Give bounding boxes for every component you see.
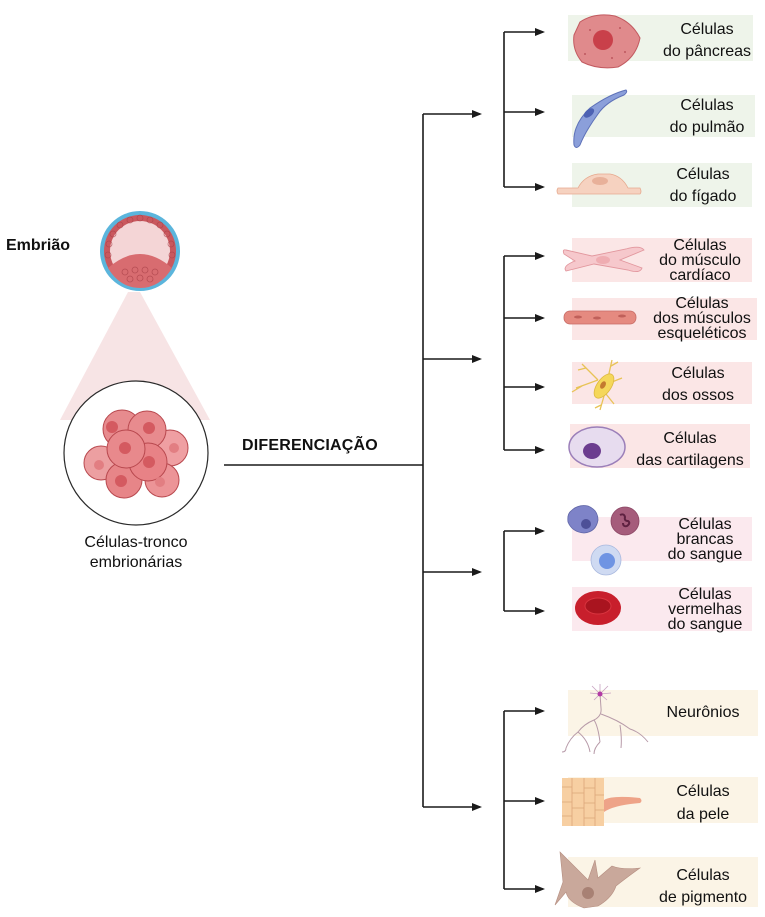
label-skin: Células da pele (648, 780, 758, 826)
skeletal-muscle-cell-icon (563, 310, 637, 325)
bone-cell-icon (571, 359, 623, 411)
label-cartilage: Células das cartilagens (625, 428, 755, 472)
label-line: Células (673, 237, 727, 254)
cartilage-cell-icon (568, 426, 626, 468)
label-line: do pulmão (669, 119, 745, 136)
pigment-cell-icon (554, 851, 642, 909)
lung-cell-icon (573, 89, 628, 148)
label-line: Células (680, 21, 734, 38)
label-line: da pele (676, 806, 730, 823)
label-line: dos ossos (661, 387, 735, 404)
label-neuron: Neurônios (648, 705, 758, 721)
label-line: Células (671, 365, 725, 382)
label-bone: Células dos ossos (643, 363, 753, 407)
label-line: vermelhas (668, 601, 742, 618)
liver-cell-icon (556, 173, 642, 195)
label-red-blood: Células vermelhas do sangue (655, 586, 755, 633)
label-liver: Células do fígado (648, 164, 758, 208)
label-white-blood: Células brancas do sangue (655, 516, 755, 563)
stem-cells-label: Células-tronco embrionárias (56, 533, 216, 573)
label-lung: Células do pulmão (652, 95, 762, 139)
label-line: do pâncreas (662, 43, 752, 60)
differentiation-label: DIFERENCIAÇÃO (242, 437, 378, 454)
label-line: Células (675, 295, 729, 312)
label-line: do músculo (659, 252, 741, 269)
label-line: cardíaco (669, 267, 731, 284)
pancreas-cell-icon (573, 14, 641, 69)
label-line: Células (676, 783, 730, 800)
label-pigment: Células de pigmento (643, 865, 763, 909)
red-blood-cell-icon (575, 591, 621, 625)
label-line: Células (676, 166, 730, 183)
label-line: Células (676, 867, 730, 884)
label-cardiac: Células do músculo cardíaco (640, 237, 760, 284)
label-line: esqueléticos (657, 325, 747, 342)
blastocyst-icon (100, 211, 180, 291)
label-line: Células (680, 97, 734, 114)
label-line: das cartilagens (636, 452, 744, 469)
label-line: do sangue (667, 546, 743, 563)
label-line: do sangue (667, 616, 743, 633)
label-line: dos músculos (653, 310, 751, 327)
band-neuron (568, 690, 758, 736)
label-line: Neurônios (666, 704, 740, 721)
stem-cells-label-line1: Células-tronco (84, 534, 188, 551)
label-line: do fígado (669, 188, 737, 205)
label-line: Células (678, 516, 732, 533)
stem-cells-label-line2: embrionárias (89, 554, 183, 571)
label-skeletal: Células dos músculos esqueléticos (640, 295, 764, 342)
skin-cell-icon (562, 778, 642, 826)
label-line: Células (663, 430, 717, 447)
cardiac-muscle-cell-icon (562, 246, 645, 273)
label-line: de pigmento (658, 889, 748, 906)
neuron-icon (561, 684, 649, 755)
stem-cell-cluster-icon (63, 380, 209, 526)
white-blood-cells-icon (567, 505, 640, 576)
label-pancreas: Células do pâncreas (652, 19, 762, 63)
zoom-cone (60, 292, 210, 420)
label-line: brancas (676, 531, 734, 548)
label-line: Células (678, 586, 732, 603)
embryo-label: Embrião (6, 237, 71, 254)
